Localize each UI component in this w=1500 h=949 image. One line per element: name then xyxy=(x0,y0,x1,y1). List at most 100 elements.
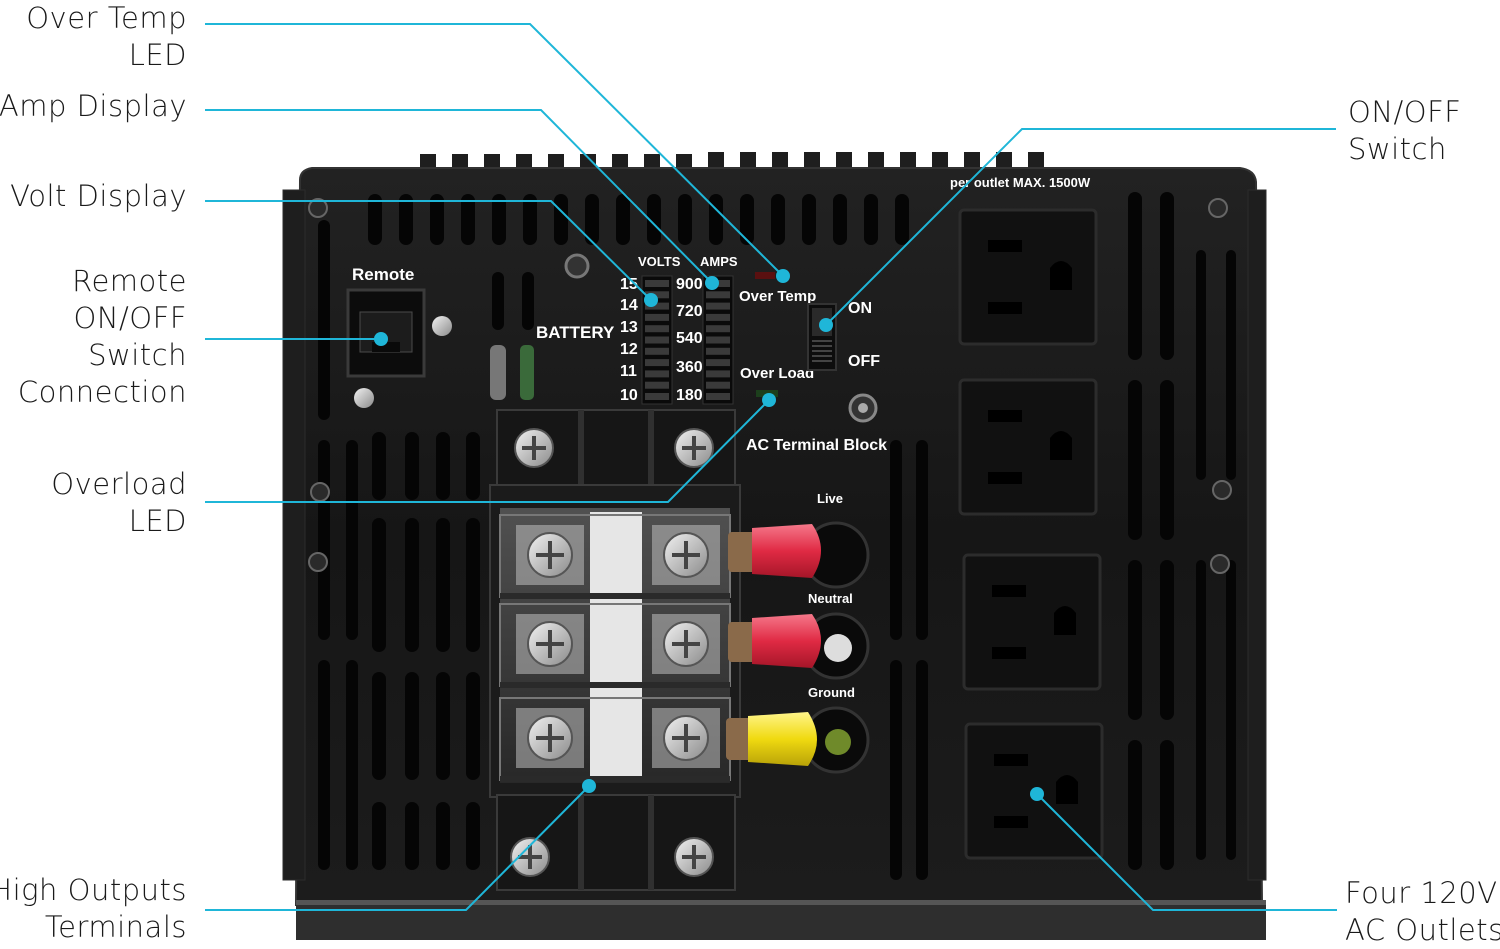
outlet-slot-hot xyxy=(988,410,1022,422)
volt-bar-segment xyxy=(645,291,669,299)
over-temp-led xyxy=(755,272,775,279)
vent-slot xyxy=(1128,740,1142,870)
callout-remote-line3: Switch xyxy=(88,338,187,372)
volt-bar-segment xyxy=(645,280,669,287)
volt-bar-segment xyxy=(645,336,669,344)
volt-bar-segment xyxy=(645,359,669,367)
volt-bar-segment xyxy=(645,370,669,378)
callout-ac-outlets: Four 120V AC Outlets xyxy=(1345,875,1500,949)
terminal-top-divider-1 xyxy=(578,410,584,488)
outlet-ground-hole xyxy=(1050,261,1072,290)
vent-slot xyxy=(771,194,785,245)
internal-cable xyxy=(490,345,506,400)
remote-jack-clip xyxy=(372,342,400,352)
leader-line-on-off-switch xyxy=(825,128,1336,326)
remote-label: Remote xyxy=(352,265,414,284)
callout-high-output-line1: High Outputs xyxy=(0,873,187,907)
outlet-rating-label: per outlet MAX. 1500W xyxy=(950,175,1091,190)
vent-slot xyxy=(1128,192,1142,360)
vent-slot xyxy=(890,440,902,640)
callout-remote-line4: Connection xyxy=(17,375,187,409)
terminal-row-divider xyxy=(500,682,730,688)
vent-slot xyxy=(368,194,382,245)
amp-bar-segment xyxy=(706,359,730,367)
amp-bar-segment xyxy=(706,336,730,344)
rocker-ridge xyxy=(812,350,832,352)
callout-over-temp-led-line1: Over Temp xyxy=(26,1,187,35)
base-plate xyxy=(296,900,1266,940)
callout-ac-outlets-line2: AC Outlets xyxy=(1345,913,1500,947)
vent-slot xyxy=(461,194,475,245)
vent-slot xyxy=(916,440,928,640)
internal-cable-2 xyxy=(520,345,534,400)
volt-bar-segment xyxy=(645,313,669,321)
callout-volt-display: Volt Display xyxy=(10,178,187,215)
vent-slot xyxy=(1196,560,1206,860)
vent-slot xyxy=(522,272,534,330)
leader-dot-over-temp xyxy=(776,269,790,283)
vent-slot xyxy=(616,194,630,245)
leader-dot-ac-outlets xyxy=(1030,787,1044,801)
over-load-label: Over Load xyxy=(740,365,814,382)
ground-stud-center xyxy=(858,403,868,413)
vent-slot xyxy=(436,802,450,870)
vent-slot xyxy=(405,518,419,652)
remote-screw-1 xyxy=(432,316,452,336)
vent-slot xyxy=(436,432,450,500)
vent-slot xyxy=(466,432,480,500)
vent-slot xyxy=(405,672,419,780)
volt-bar-segment xyxy=(645,302,669,310)
vent-slot xyxy=(1160,560,1174,720)
vent-slot xyxy=(430,194,444,245)
terminal-row-divider xyxy=(500,776,730,782)
vent-slot xyxy=(372,518,386,652)
vent-slot xyxy=(1160,192,1174,360)
vent-slot xyxy=(346,660,358,870)
callout-overload-led-line2: LED xyxy=(128,504,187,538)
outlet-slot-hot xyxy=(988,240,1022,252)
outlet-slot-hot xyxy=(992,585,1026,597)
vent-slot xyxy=(895,194,909,245)
vent-slot xyxy=(864,194,878,245)
amp-bar-segment xyxy=(706,302,730,310)
leader-line-ac-outlets xyxy=(1036,793,1337,911)
panel-screw xyxy=(308,552,328,572)
leader-line-overload xyxy=(205,399,770,503)
amp-bar-segment xyxy=(706,381,730,389)
amp-bar-segment xyxy=(706,325,730,333)
amp-bar-segment xyxy=(706,291,730,299)
amp-bar-segment xyxy=(706,370,730,378)
callout-amp-display-line1: Amp Display xyxy=(0,89,187,123)
callout-on-off-switch: ON/OFF Switch xyxy=(1348,94,1461,168)
leader-dot-high-output xyxy=(582,779,596,793)
ac-outlets xyxy=(958,208,1104,860)
volt-tick-label: 11 xyxy=(620,363,637,380)
vent-slot xyxy=(523,194,537,245)
leader-dot-remote-switch xyxy=(374,332,388,346)
vent-slot xyxy=(436,672,450,780)
vent-slot xyxy=(492,194,506,245)
panel-screw xyxy=(1208,198,1228,218)
vent-slot xyxy=(1196,250,1206,480)
ground-label: Ground xyxy=(808,685,855,700)
rocker-ridge xyxy=(812,355,832,357)
ac-outlet-1 xyxy=(958,208,1098,346)
leader-line-over-temp xyxy=(205,23,784,277)
callout-ac-outlets-line1: Four 120V xyxy=(1345,876,1498,910)
live-label: Live xyxy=(817,491,843,506)
vent-slot xyxy=(372,672,386,780)
vent-slot xyxy=(436,518,450,652)
outlet-ground-hole xyxy=(1054,606,1076,635)
volt-bar-segment xyxy=(645,325,669,333)
amp-tick-label: 900 xyxy=(676,276,703,293)
vent-slot xyxy=(1128,560,1142,720)
outlet-ground-hole xyxy=(1056,775,1078,804)
ac-terminal-block-label: AC Terminal Block xyxy=(746,437,887,454)
terminal-row-divider xyxy=(500,593,730,599)
vent-slot xyxy=(466,518,480,652)
callout-amp-display: Amp Display xyxy=(0,88,187,125)
ac-outlet-2 xyxy=(958,378,1098,516)
